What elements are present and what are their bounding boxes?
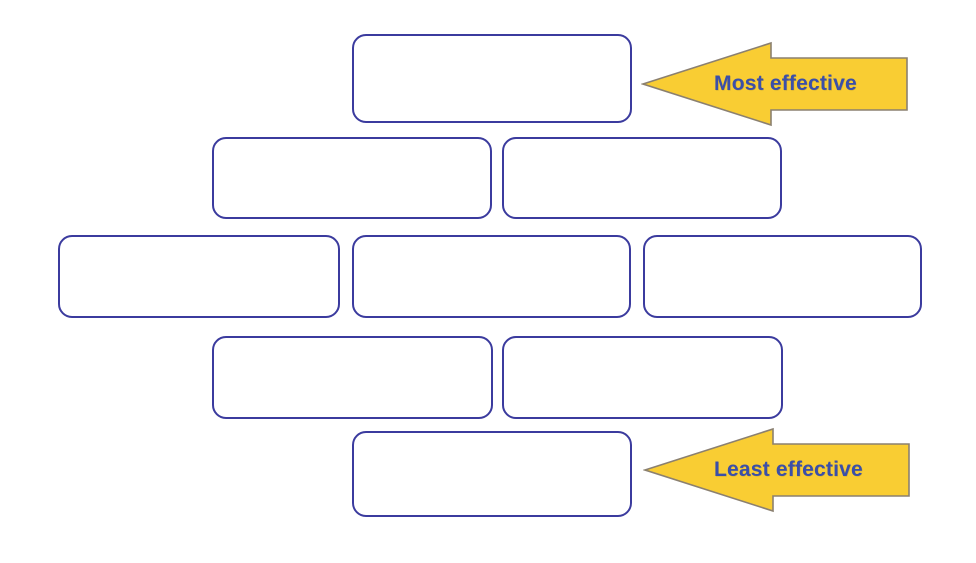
brick-row3-box2[interactable] [352,235,631,318]
brick-row4-box1[interactable] [212,336,493,419]
brick-row4-box2[interactable] [502,336,783,419]
brick-row5-box1[interactable] [352,431,632,517]
brick-row2-box1[interactable] [212,137,492,219]
brick-row3-box1[interactable] [58,235,340,318]
left-arrow-icon [643,427,910,513]
brick-row2-box2[interactable] [502,137,782,219]
least-effective-arrow [643,427,911,515]
brick-row3-box3[interactable] [643,235,922,318]
most-effective-arrow [641,41,909,129]
least-effective-label: Least effective [714,458,863,481]
most-effective-label: Most effective [714,72,857,95]
brick-row1-box1[interactable] [352,34,632,123]
left-arrow-icon [641,41,908,127]
